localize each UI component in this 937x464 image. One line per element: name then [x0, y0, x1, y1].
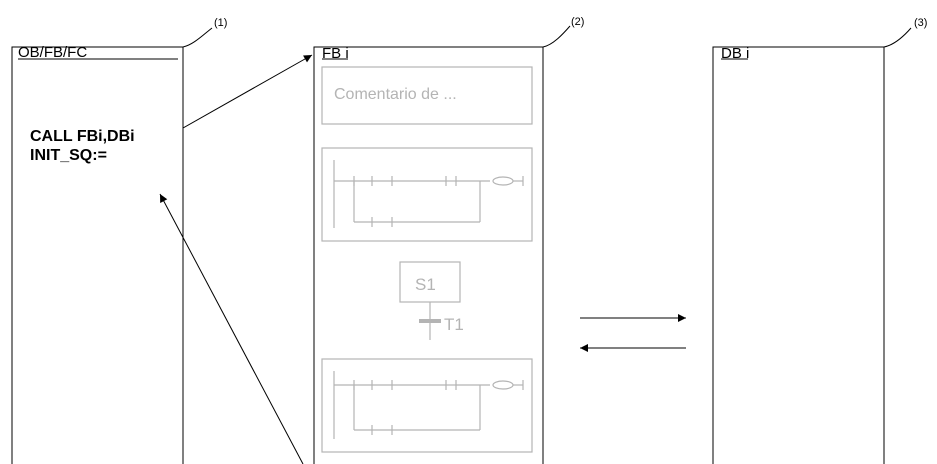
coil-icon [492, 176, 514, 186]
caller-marker-leader [182, 27, 213, 48]
init-sq-parameter: INIT_SQ:= [30, 147, 107, 164]
sfc-step-s1: S1 T1 [399, 261, 464, 340]
call-statement: CALL FBi,DBi [30, 128, 135, 145]
fb-title: FB i [322, 45, 349, 62]
transition-bar [419, 319, 441, 323]
caller-marker: (1) [214, 17, 227, 29]
db-title: DB i [721, 45, 749, 62]
fb-box [313, 46, 544, 464]
block-fb: FB i (2) Comentario de ... [313, 16, 584, 464]
comment-placeholder: Comentario de ... [334, 86, 457, 103]
block-caller: OB/FB/FC (1) CALL FBi,DBi INIT_SQ:= [11, 17, 227, 464]
step-label: S1 [415, 275, 436, 294]
caller-title: OB/FB/FC [18, 44, 87, 61]
return-arrow [159, 193, 304, 464]
fb-marker: (2) [571, 16, 584, 28]
caller-box [11, 46, 184, 464]
ladder-network-1 [321, 147, 533, 242]
db-box [712, 46, 885, 464]
db-marker: (3) [914, 17, 927, 29]
ladder-network-1-frame [321, 147, 533, 242]
fb-marker-leader [542, 25, 571, 48]
transition-label: T1 [444, 315, 464, 334]
ladder-network-2-frame [321, 358, 533, 453]
call-arrow [182, 54, 313, 129]
block-db: DB i (3) [712, 17, 927, 464]
db-marker-leader [883, 27, 912, 48]
comment-box [321, 66, 533, 125]
coil-icon [492, 380, 514, 390]
ladder-network-2 [321, 358, 533, 453]
